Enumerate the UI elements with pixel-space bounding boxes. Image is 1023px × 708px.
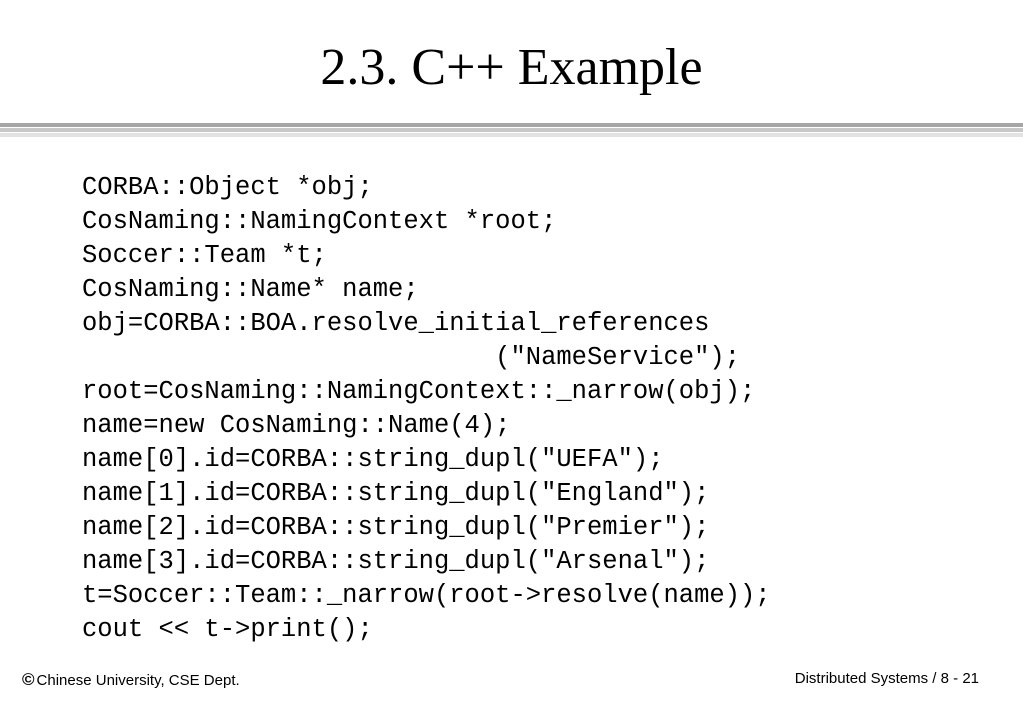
code-line: name[1].id=CORBA::string_dupl("England")…: [82, 479, 710, 508]
title-divider-dark: [0, 123, 1023, 127]
code-line: name[3].id=CORBA::string_dupl("Arsenal")…: [82, 547, 710, 576]
code-line: ("NameService");: [82, 343, 741, 372]
code-line: root=CosNaming::NamingContext::_narrow(o…: [82, 377, 756, 406]
code-line: cout << t->print();: [82, 615, 373, 644]
footer-copyright: ©Chinese University, CSE Dept.: [22, 670, 240, 690]
code-line: Soccer::Team *t;: [82, 241, 327, 270]
code-line: obj=CORBA::BOA.resolve_initial_reference…: [82, 309, 710, 338]
code-line: name[2].id=CORBA::string_dupl("Premier")…: [82, 513, 710, 542]
code-line: CosNaming::NamingContext *root;: [82, 207, 557, 236]
code-line: CosNaming::Name* name;: [82, 275, 419, 304]
footer-page-info: Distributed Systems / 8 - 21: [794, 670, 979, 687]
title-divider-mid: [0, 128, 1023, 132]
code-line: name=new CosNaming::Name(4);: [82, 411, 511, 440]
copyright-icon: ©: [22, 670, 35, 689]
code-line: t=Soccer::Team::_narrow(root->resolve(na…: [82, 581, 771, 610]
slide-title: 2.3. C++ Example: [320, 39, 703, 96]
code-line: name[0].id=CORBA::string_dupl("UEFA");: [82, 445, 664, 474]
footer-organization: Chinese University, CSE Dept.: [36, 672, 240, 689]
title-divider-light: [0, 133, 1023, 137]
code-line: CORBA::Object *obj;: [82, 173, 373, 202]
code-listing: CORBA::Object *obj; CosNaming::NamingCon…: [82, 171, 771, 647]
